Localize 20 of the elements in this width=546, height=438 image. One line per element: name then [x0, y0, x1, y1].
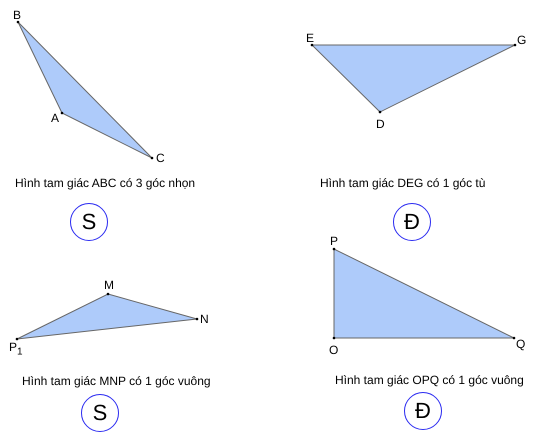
vertex-label: G: [517, 33, 526, 47]
caption: Hình tam giác MNP có 1 góc vuông: [22, 374, 211, 388]
caption: Hình tam giác OPQ có 1 góc vuông: [335, 373, 524, 387]
vertex-label: A: [51, 111, 60, 125]
vertex-label: C: [156, 151, 165, 165]
vertex-label: M: [104, 278, 114, 292]
vertex-label: B: [13, 8, 22, 22]
answer-circle: S: [70, 203, 108, 241]
caption: Hình tam giác DEG có 1 góc tù: [320, 176, 486, 190]
vertex-label: Q: [516, 337, 526, 351]
vertex-label: O: [329, 343, 338, 357]
vertex-label: E: [306, 31, 314, 45]
answer-circle: Đ: [393, 203, 431, 241]
vertex-label: N: [200, 312, 209, 326]
answer-circle: S: [81, 394, 119, 432]
vertex-label: D: [376, 117, 385, 131]
vertex-label: P$_{1}$: [9, 340, 23, 360]
vertex-label: P: [330, 234, 338, 248]
answer-circle: Đ: [404, 392, 442, 430]
caption: Hình tam giác ABC có 3 góc nhọn: [15, 176, 196, 190]
